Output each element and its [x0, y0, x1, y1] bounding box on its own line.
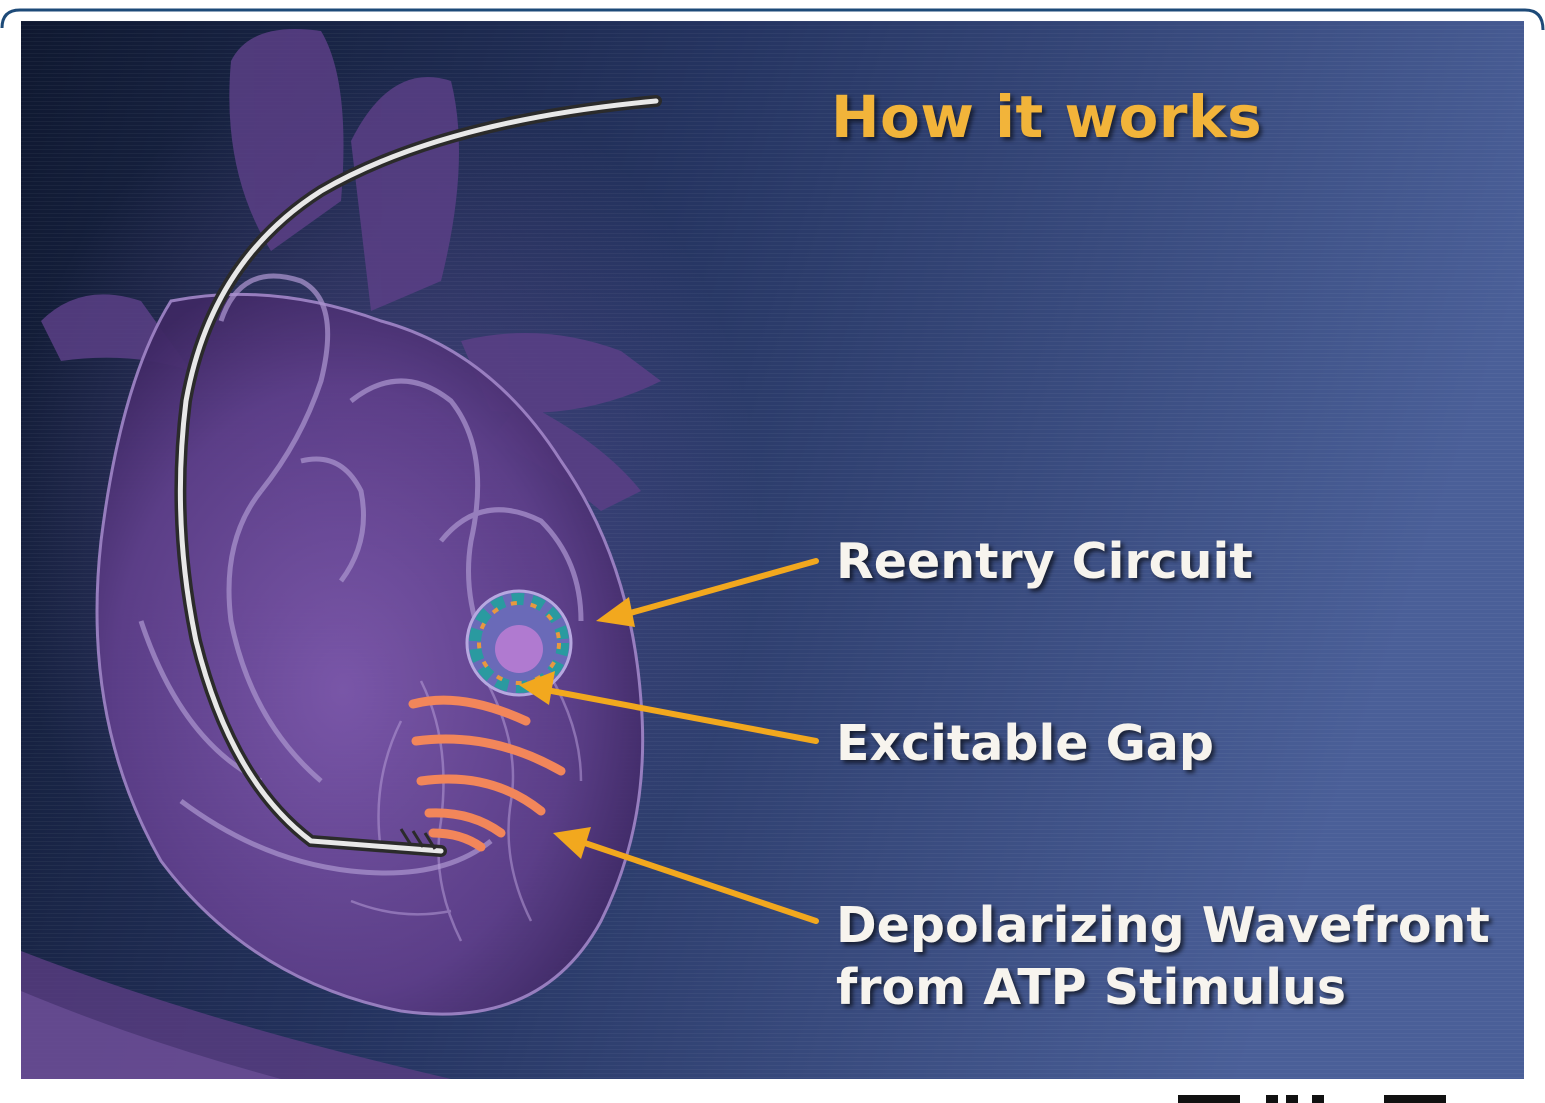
heart-illustration	[21, 21, 1524, 1079]
illustration-panel: How it works Reentry Circuit Excitable G…	[21, 21, 1524, 1079]
wavefront-arcs-icon	[408, 695, 566, 852]
arrow-heads	[519, 597, 635, 859]
great-vessels	[41, 29, 661, 511]
label-wavefront-line2: from ATP Stimulus	[836, 959, 1347, 1016]
label-depolarizing-wavefront: Depolarizing Wavefront from ATP Stimulus	[836, 895, 1490, 1019]
arrow-gap	[538, 686, 819, 744]
pointer-arrows	[538, 558, 819, 924]
arrow-reentry	[613, 558, 819, 620]
footer-logo-fragment	[1178, 1095, 1446, 1103]
label-reentry-circuit: Reentry Circuit	[836, 533, 1253, 590]
label-excitable-gap: Excitable Gap	[836, 715, 1214, 772]
slide-title: How it works	[831, 83, 1263, 151]
heart-chambers	[138, 273, 584, 876]
label-wavefront-line1: Depolarizing Wavefront	[836, 897, 1490, 954]
lead-tip	[399, 828, 437, 850]
reentry-circuit-icon	[465, 589, 573, 697]
arrow-wave	[570, 836, 819, 924]
